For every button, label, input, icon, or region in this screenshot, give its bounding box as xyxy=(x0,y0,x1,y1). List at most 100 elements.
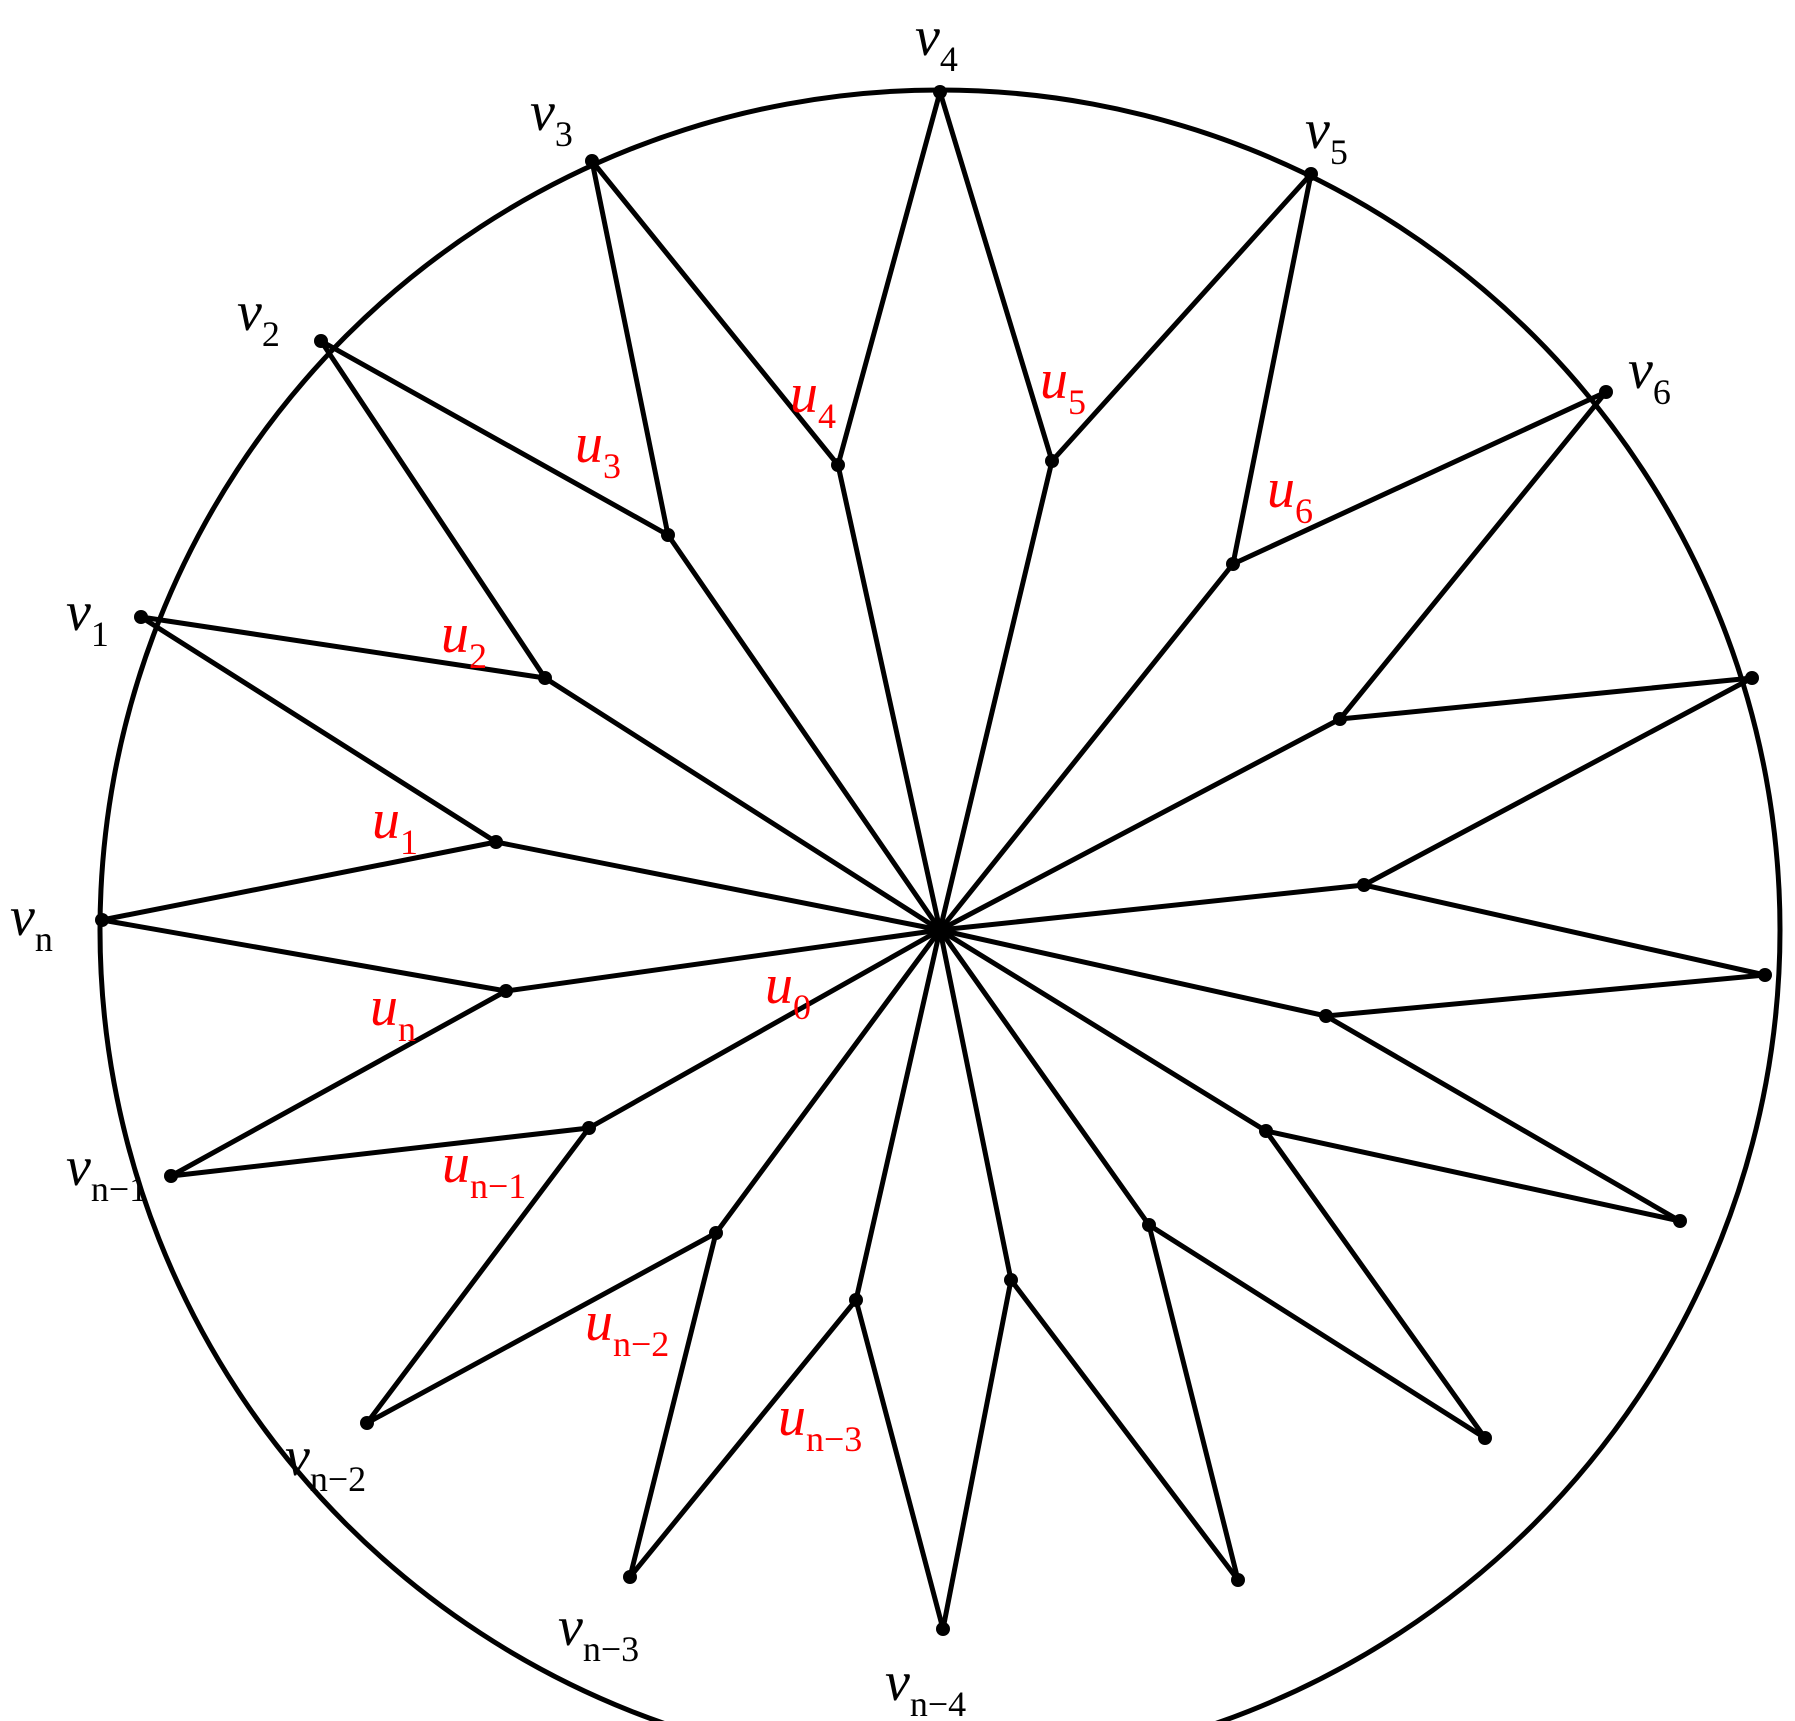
edge-u0-u3 xyxy=(665,532,943,933)
label-v4: v4 xyxy=(915,6,958,79)
label-v3-base: v xyxy=(530,81,555,143)
label-u3-base: u xyxy=(575,413,603,475)
label-v1: v1 xyxy=(66,581,109,654)
edge-u0-u1 xyxy=(493,839,943,933)
vertex-v11 xyxy=(1231,1573,1245,1587)
label-un-2-sub: n−2 xyxy=(613,1324,669,1364)
vertex-u7 xyxy=(1333,712,1347,726)
vertex-u2 xyxy=(538,671,552,685)
edges xyxy=(99,89,1768,1632)
vertex-un3 xyxy=(849,1293,863,1307)
label-vn-3-sub: n−3 xyxy=(583,1629,639,1669)
label-vn-3: vn−3 xyxy=(558,1596,639,1669)
label-v1-base: v xyxy=(66,581,91,643)
vertex-u3 xyxy=(661,528,675,542)
vertex-v6 xyxy=(1599,385,1613,399)
edge-un3-vn3 xyxy=(627,1297,859,1580)
label-un-2-base: u xyxy=(585,1291,613,1353)
vertex-vn1 xyxy=(164,1169,178,1183)
label-v5: v5 xyxy=(1305,99,1348,172)
edge-u4-v4 xyxy=(835,89,943,468)
label-vn-1-base: v xyxy=(66,1136,91,1198)
vertex-un1 xyxy=(582,1121,596,1135)
label-vn-4-base: v xyxy=(885,1651,910,1713)
vertex-v7 xyxy=(1745,671,1759,685)
edge-u10-v9 xyxy=(1263,1128,1683,1224)
edge-u0-un3 xyxy=(853,927,943,1303)
label-vn-1: vn−1 xyxy=(66,1136,147,1209)
vertex-u4 xyxy=(831,458,845,472)
label-v3-sub: 3 xyxy=(555,114,573,154)
label-vn-4-sub: n−4 xyxy=(910,1684,966,1721)
vertex-un2 xyxy=(709,1226,723,1240)
label-v3: v3 xyxy=(530,81,573,154)
label-v2: v2 xyxy=(237,281,280,354)
label-v6: v6 xyxy=(1628,339,1671,412)
vertex-u1 xyxy=(489,835,503,849)
label-u0-sub: 0 xyxy=(793,987,811,1027)
vertex-u8 xyxy=(1357,878,1371,892)
label-v5-sub: 5 xyxy=(1330,132,1348,172)
vertex-v5 xyxy=(1304,167,1318,181)
edge-u0-u11 xyxy=(937,927,1152,1228)
edge-u0-u9 xyxy=(937,927,1329,1019)
label-vn: vn xyxy=(10,886,53,959)
vertex-v3 xyxy=(585,154,599,168)
label-u4-sub: 4 xyxy=(818,396,836,436)
label-v5-base: v xyxy=(1305,99,1330,161)
vertex-v9 xyxy=(1673,1214,1687,1228)
edge-un1-vn2 xyxy=(364,1125,592,1426)
label-u5: u5 xyxy=(1040,349,1086,422)
label-u2: u2 xyxy=(441,603,487,676)
label-v2-base: v xyxy=(237,281,262,343)
label-u4-base: u xyxy=(790,363,818,425)
edge-u0-un2 xyxy=(713,927,943,1236)
vertex-v1 xyxy=(134,610,148,624)
vertex-v2 xyxy=(314,334,328,348)
edge-u5-v5 xyxy=(1049,171,1314,464)
edge-un3-vn4 xyxy=(853,1297,946,1632)
vertex-vn3 xyxy=(623,1570,637,1584)
vertex-u6 xyxy=(1226,557,1240,571)
label-u3: u3 xyxy=(575,413,621,486)
vertex-vn2 xyxy=(360,1416,374,1430)
label-u4: u4 xyxy=(790,363,836,436)
vertex-u0 xyxy=(932,922,948,938)
vertex-vn xyxy=(95,913,109,927)
edge-u1-v1 xyxy=(138,614,499,845)
edge-u0-un xyxy=(503,927,943,994)
edge-u5-v4 xyxy=(937,89,1055,464)
edge-u0-u4 xyxy=(835,462,943,933)
label-v4-sub: 4 xyxy=(940,39,958,79)
label-v1-sub: 1 xyxy=(91,614,109,654)
edge-u6-v6 xyxy=(1230,389,1609,567)
edge-u0-u8 xyxy=(937,882,1367,933)
edge-un-vn1 xyxy=(168,988,509,1179)
edge-u0-u10 xyxy=(937,927,1269,1134)
edge-u10-v10 xyxy=(1263,1128,1488,1441)
edge-u0-u6 xyxy=(937,561,1236,933)
edge-u2-v1 xyxy=(138,614,548,681)
edge-u0-un1 xyxy=(586,927,943,1131)
edge-un1-vn1 xyxy=(168,1125,592,1179)
label-v6-base: v xyxy=(1628,339,1653,401)
vertex-v8 xyxy=(1758,968,1772,982)
vertex-v10 xyxy=(1478,1431,1492,1445)
vertex-u9 xyxy=(1319,1009,1333,1023)
label-vn-2: vn−2 xyxy=(285,1426,366,1499)
edge-u6-v5 xyxy=(1230,171,1314,567)
label-u1-sub: 1 xyxy=(400,822,418,862)
label-u2-sub: 2 xyxy=(469,636,487,676)
label-u2-base: u xyxy=(441,603,469,665)
label-un-base: u xyxy=(370,976,398,1038)
label-u1: u1 xyxy=(372,789,418,862)
edge-u9-v9 xyxy=(1323,1013,1683,1224)
label-vn-4: vn−4 xyxy=(885,1651,966,1721)
vertex-u5 xyxy=(1045,454,1059,468)
label-vn-sub: n xyxy=(35,919,53,959)
label-un-1-sub: n−1 xyxy=(470,1166,526,1206)
label-u5-base: u xyxy=(1040,349,1068,411)
label-vn-base: v xyxy=(10,886,35,948)
edge-u1-vn xyxy=(99,839,499,923)
